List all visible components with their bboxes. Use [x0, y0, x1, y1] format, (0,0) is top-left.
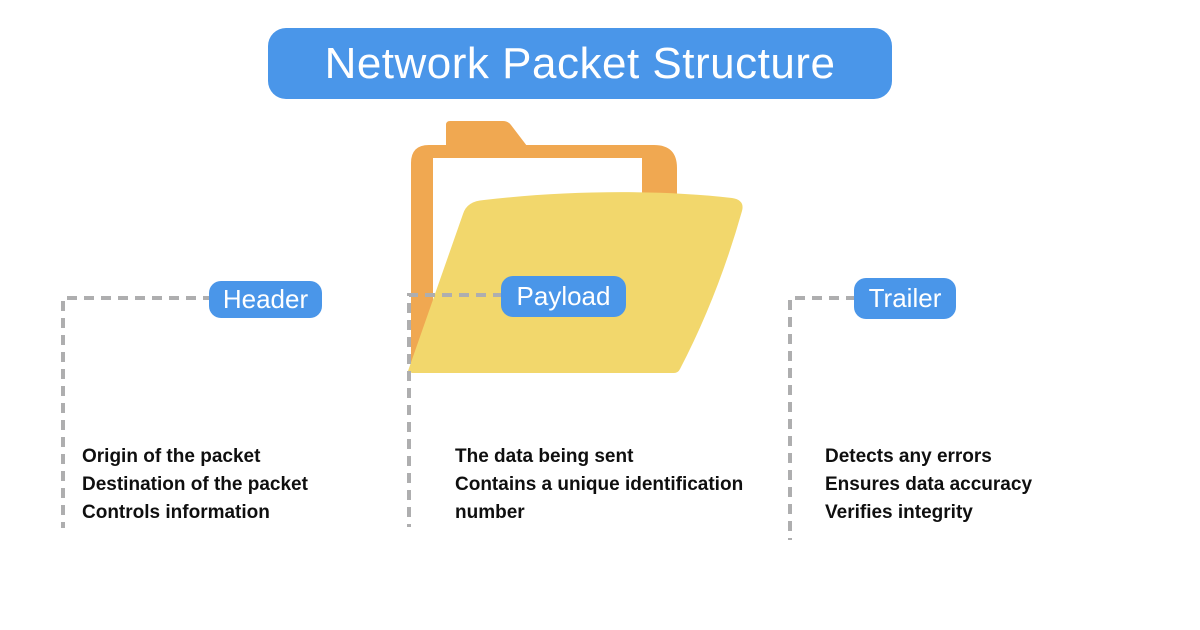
payload-desc-line-1: The data being sent [455, 446, 634, 467]
header-description: Origin of the packet Destination of the … [82, 443, 412, 527]
trailer-description: Detects any errors Ensures data accuracy… [825, 443, 1125, 527]
payload-connector-line [407, 293, 503, 527]
trailer-connector-line [788, 296, 856, 540]
trailer-desc-line-1: Detects any errors [825, 446, 992, 467]
header-desc-line-2: Destination of the packet [82, 474, 308, 495]
label-payload: Payload [501, 276, 626, 317]
folder-back [411, 145, 677, 372]
payload-desc-line-2: Contains a unique identification number [455, 474, 744, 523]
label-header: Header [209, 281, 322, 318]
label-trailer: Trailer [854, 278, 956, 319]
payload-description: The data being sent Contains a unique id… [455, 443, 777, 527]
header-desc-line-1: Origin of the packet [82, 446, 261, 467]
trailer-desc-line-3: Verifies integrity [825, 502, 973, 523]
title-banner: Network Packet Structure [268, 28, 892, 99]
page-title: Network Packet Structure [324, 38, 836, 88]
folder-tab-icon [446, 121, 527, 146]
header-desc-line-3: Controls information [82, 502, 270, 523]
trailer-desc-line-2: Ensures data accuracy [825, 474, 1033, 495]
